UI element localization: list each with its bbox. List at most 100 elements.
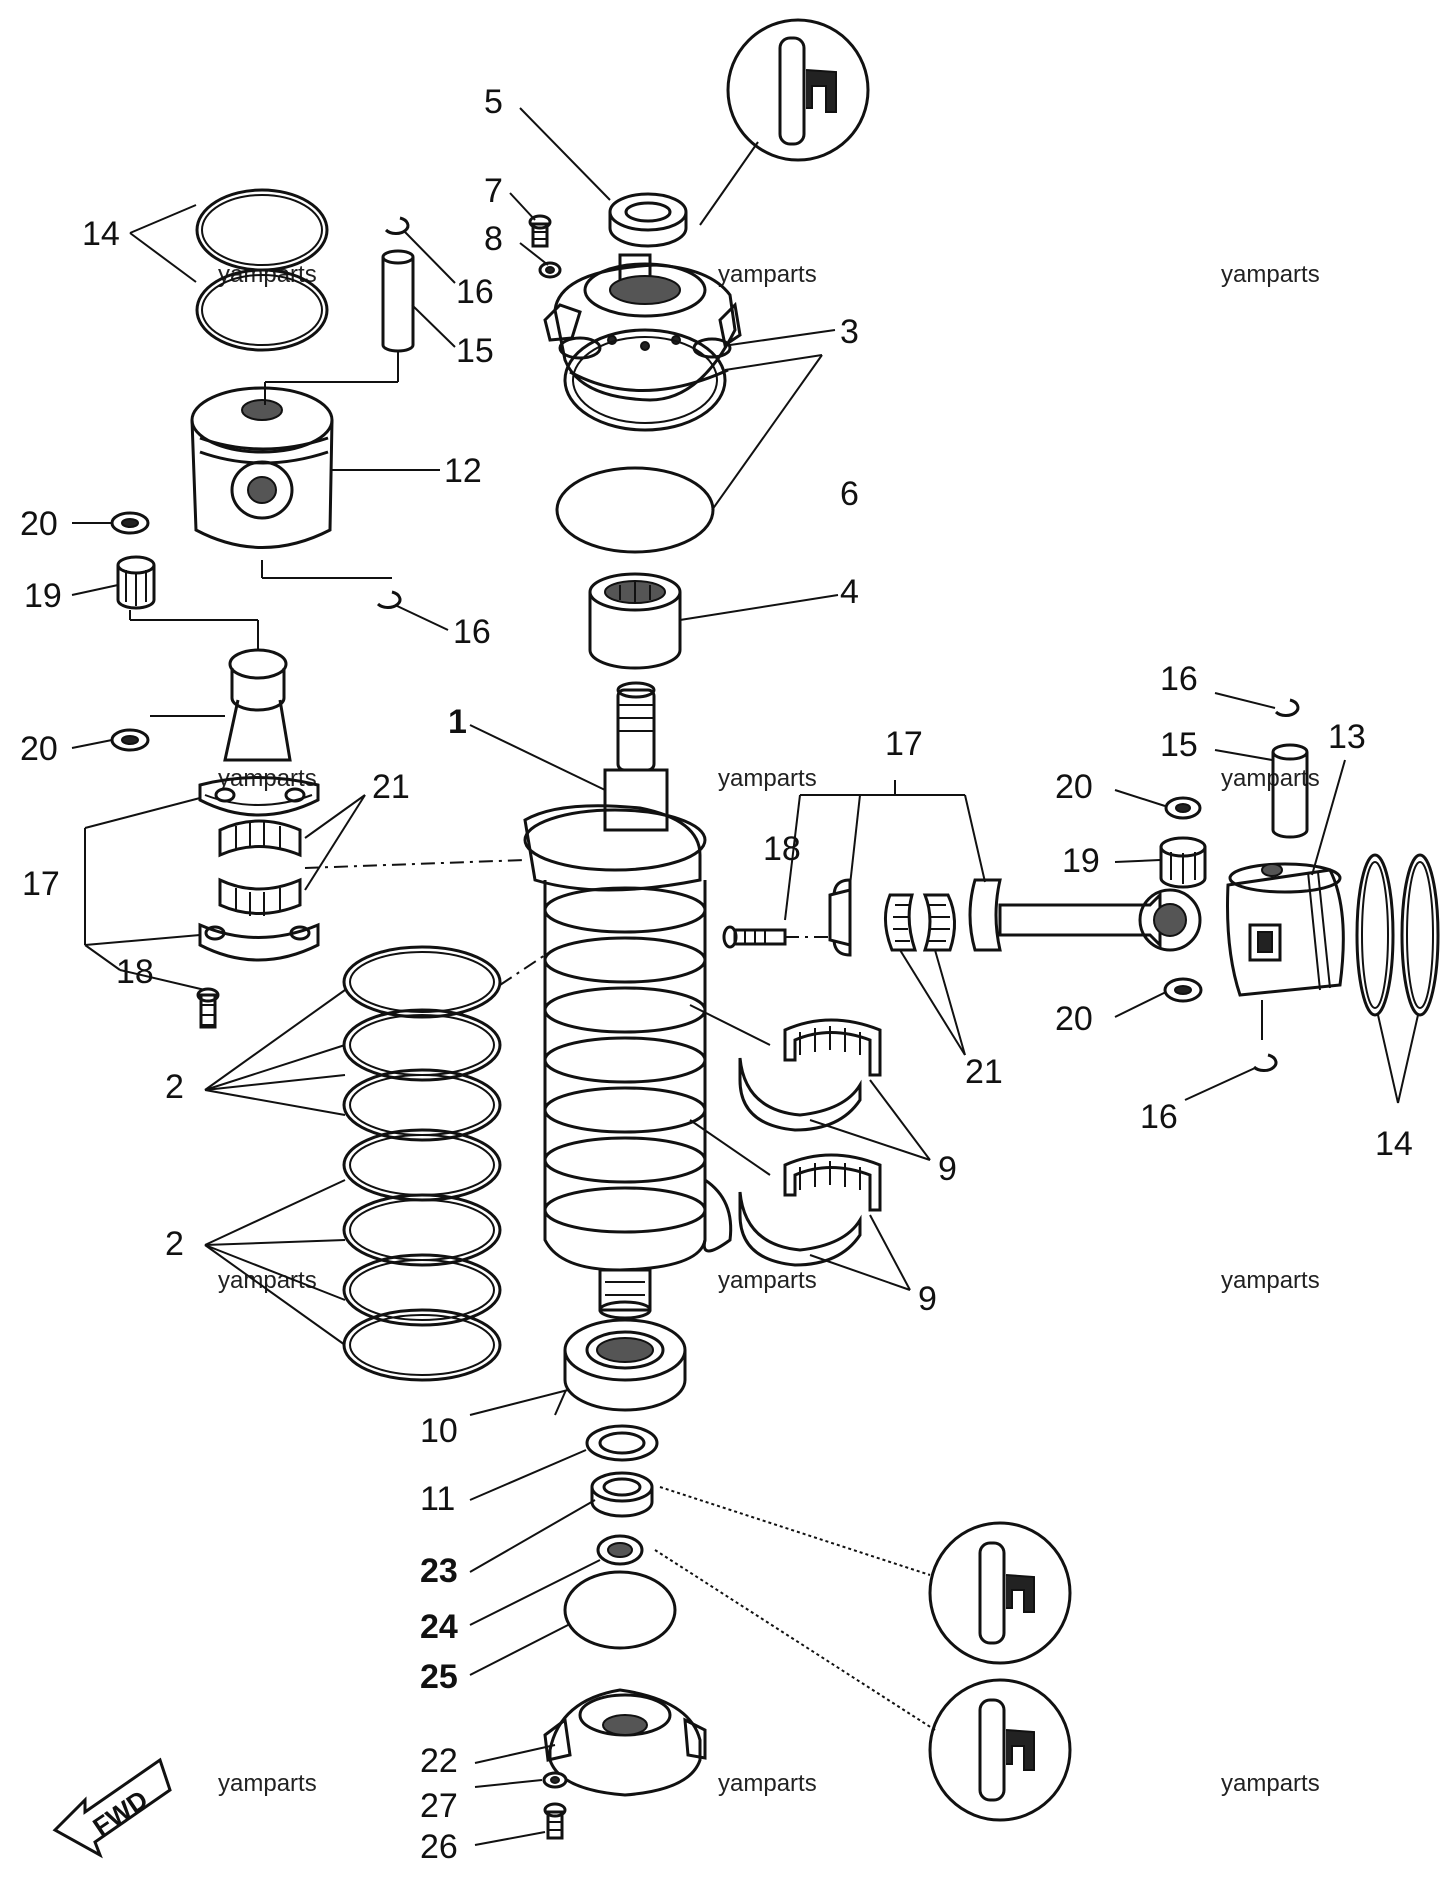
callout-16-left-top: 16 <box>456 273 494 311</box>
spacer-part-11 <box>585 1424 659 1462</box>
watermark-text: yamparts <box>718 261 817 288</box>
callout-7: 7 <box>484 172 503 210</box>
callout-15-right: 15 <box>1160 726 1198 764</box>
leaders-part-21-right <box>899 949 966 1056</box>
bolt-part-18-right <box>722 925 830 949</box>
crankshaft-part-1 <box>523 681 733 1320</box>
callout-22: 22 <box>420 1742 458 1780</box>
lower-bearing-housing-part-22 <box>543 1688 707 1797</box>
seal-detail-circle-top <box>699 18 870 226</box>
callout-numbers: 5 7 8 3 6 4 1 14 16 15 12 16 20 19 20 21… <box>20 83 1413 1866</box>
callout-25: 25 <box>420 1658 458 1696</box>
o-ring-part-25 <box>563 1570 677 1650</box>
connecting-rod-part-17-left <box>198 648 320 817</box>
callout-9-upper: 9 <box>938 1150 957 1188</box>
callout-11: 11 <box>420 1480 455 1518</box>
callout-14-right: 14 <box>1375 1125 1413 1163</box>
callout-16-left-bottom: 16 <box>453 613 491 651</box>
callout-26: 26 <box>420 1828 458 1866</box>
circlip-part-16-right-bottom <box>1252 1000 1278 1073</box>
watermark-text: yamparts <box>1221 1770 1320 1797</box>
callout-24: 24 <box>420 1608 458 1646</box>
callout-12: 12 <box>444 452 482 490</box>
callout-6: 6 <box>840 475 859 513</box>
piston-rings-left-part-14 <box>195 188 329 352</box>
callout-23: 23 <box>420 1552 458 1590</box>
rod-cap-part-17-left <box>198 922 320 962</box>
callout-14-left: 14 <box>82 215 120 253</box>
callout-10: 10 <box>420 1412 458 1450</box>
needle-bearing-part-4 <box>588 572 682 670</box>
main-bearing-halves-part-9-upper <box>689 1004 882 1132</box>
washer-part-20-right-top <box>1164 796 1202 820</box>
seal-detail-circle-bottom-1 <box>659 1486 1072 1665</box>
rod-cap-part-17-right <box>828 878 852 957</box>
assembly-line-rings <box>499 954 546 986</box>
ball-bearing-part-10 <box>563 1318 687 1412</box>
callout-18-left: 18 <box>116 953 154 991</box>
callout-2-lower: 2 <box>165 1225 184 1263</box>
bolt-part-26 <box>543 1802 567 1840</box>
callout-3: 3 <box>840 313 859 351</box>
circlip-part-16-right-top <box>1274 698 1300 718</box>
leaders-part-2 <box>204 989 346 1346</box>
upper-bearing-housing-part-3 <box>543 253 742 402</box>
callout-2-upper: 2 <box>165 1068 184 1106</box>
circlip-part-16-left-top <box>384 216 410 236</box>
washer-part-20-left-bottom <box>110 715 225 752</box>
watermark-text: yamparts <box>218 1770 317 1797</box>
callout-19-left: 19 <box>24 577 62 615</box>
piston-pin-part-15-left <box>381 249 415 353</box>
watermark-text: yamparts <box>718 765 817 792</box>
watermark-text: yamparts <box>718 1770 817 1797</box>
oil-seal-part-5 <box>608 192 688 248</box>
washer-part-20-left-top <box>110 511 150 535</box>
piston-rings-right-part-14 <box>1355 853 1440 1017</box>
main-bearing-halves-part-9-lower <box>689 1119 882 1267</box>
bolt-part-18-left <box>196 987 220 1029</box>
piston-pin-part-15-right <box>1271 743 1309 839</box>
callout-20-right-bottom: 20 <box>1055 1000 1093 1038</box>
callout-13: 13 <box>1328 718 1366 756</box>
watermark-text: yamparts <box>1221 1267 1320 1294</box>
callout-9-lower: 9 <box>918 1280 937 1318</box>
callout-16-right-bottom: 16 <box>1140 1098 1178 1136</box>
bolt-part-7 <box>528 214 552 248</box>
washer-part-27 <box>542 1771 568 1789</box>
needle-bearing-part-19-left <box>116 555 259 650</box>
watermarks: yamparts yamparts yamparts yamparts yamp… <box>218 261 1320 1797</box>
callout-17-left: 17 <box>22 865 60 903</box>
seal-detail-circle-bottom-2 <box>654 1549 1072 1822</box>
callout-20-left-bottom: 20 <box>20 730 58 768</box>
callout-16-right-top: 16 <box>1160 660 1198 698</box>
oil-seal-part-24 <box>596 1534 644 1566</box>
circlip-part-16-left-bottom <box>261 560 402 610</box>
forward-direction-arrow: FWD <box>52 1757 172 1859</box>
left-bracket-leaders <box>84 797 206 991</box>
oil-seal-part-23 <box>590 1471 654 1518</box>
callout-8: 8 <box>484 220 503 258</box>
piston-part-12 <box>190 352 399 549</box>
callout-20-left-top: 20 <box>20 505 58 543</box>
callout-20-right-top: 20 <box>1055 768 1093 806</box>
callout-18-right: 18 <box>763 830 801 868</box>
seal-rings-part-2 <box>342 945 502 1382</box>
needle-bearing-part-19-right <box>1159 836 1207 889</box>
watermark-text: yamparts <box>718 1267 817 1294</box>
washer-part-20-right-bottom <box>1163 977 1203 1003</box>
assembly-line-left-bearing <box>304 859 526 869</box>
callout-21-right: 21 <box>965 1053 1003 1091</box>
washer-part-8 <box>538 261 562 279</box>
callout-4: 4 <box>840 573 859 611</box>
callout-21-left: 21 <box>372 768 410 806</box>
connecting-rod-part-17-right <box>968 878 1202 952</box>
callout-15-left: 15 <box>456 332 494 370</box>
o-rings-part-6 <box>555 328 727 554</box>
watermark-text: yamparts <box>1221 765 1320 792</box>
fwd-label: FWD <box>87 1784 153 1842</box>
needle-bearing-part-21-left <box>218 819 302 916</box>
leaders-part-9 <box>809 1079 931 1291</box>
callout-5: 5 <box>484 83 503 121</box>
callout-leaders <box>71 107 1419 1846</box>
